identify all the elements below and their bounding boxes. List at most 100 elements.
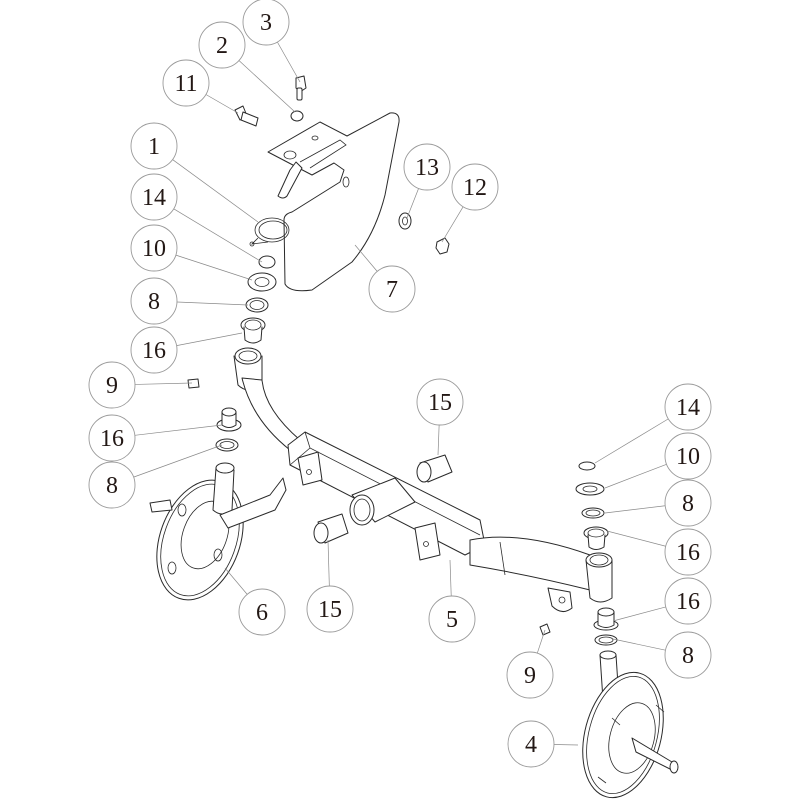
callout-circle[interactable]	[507, 720, 555, 768]
callout-15-spacer[interactable]: 15	[416, 378, 464, 426]
leader-line-bushing	[134, 424, 223, 436]
callout-circle[interactable]	[664, 577, 712, 625]
callout-8-washer[interactable]: 8	[88, 461, 136, 509]
leader-line-spacer	[437, 424, 440, 456]
callout-circle[interactable]	[242, 0, 290, 46]
leader-line-left-spindle-hub	[224, 567, 248, 595]
bushing-16-right-top	[583, 526, 609, 550]
callout-15-spacer[interactable]: 15	[306, 585, 354, 633]
washer-8-right-bottom	[594, 634, 618, 646]
snap-ring-14-right	[578, 461, 596, 471]
callout-circle[interactable]	[88, 361, 136, 409]
callout-circle[interactable]	[130, 326, 178, 374]
callout-9-grease-nipple[interactable]: 9	[506, 651, 554, 699]
callout-8-washer[interactable]: 8	[664, 479, 712, 527]
leader-line-flat-washer	[175, 254, 253, 281]
leader-line-washer	[612, 638, 666, 651]
callout-3-bolt[interactable]: 3	[242, 0, 290, 46]
right-spindle-hub	[582, 650, 679, 799]
callout-16-bushing[interactable]: 16	[130, 326, 178, 374]
callout-circle[interactable]	[451, 163, 499, 211]
bracket-plate	[267, 112, 400, 292]
callout-circle[interactable]	[664, 528, 712, 576]
callout-circle[interactable]	[238, 588, 286, 636]
flat-washer-10-left	[247, 272, 277, 292]
callout-11-bolt[interactable]: 11	[162, 59, 210, 107]
bolt-3	[295, 75, 307, 101]
axle-beam	[233, 347, 613, 612]
leader-line-washer	[604, 505, 666, 514]
callout-circle[interactable]	[664, 383, 712, 431]
leader-line-bolt	[205, 94, 239, 114]
callout-5-axle-beam[interactable]: 5	[428, 595, 476, 643]
callout-circle[interactable]	[130, 173, 178, 221]
nut-12	[435, 237, 450, 255]
callout-circle[interactable]	[198, 21, 246, 69]
left-spindle-hub	[149, 462, 287, 601]
leader-lines	[133, 41, 669, 746]
spacer-15-right	[416, 454, 453, 483]
callout-circle[interactable]	[130, 277, 178, 325]
leader-line-bushing	[176, 332, 243, 346]
callout-7-bracket-plate[interactable]: 7	[368, 265, 416, 313]
callout-6-left-spindle-hub[interactable]: 6	[238, 588, 286, 636]
callout-circle[interactable]	[306, 585, 354, 633]
callout-12-nut[interactable]: 12	[451, 163, 499, 211]
callout-16-bushing[interactable]: 16	[664, 528, 712, 576]
bushing-16-left-bottom	[216, 407, 242, 432]
callout-16-bushing[interactable]: 16	[88, 414, 136, 462]
leader-line-flat-washer	[604, 463, 667, 489]
leader-line-torsion-spring	[172, 159, 259, 223]
callout-8-washer[interactable]: 8	[130, 277, 178, 325]
callout-14-snap-ring[interactable]: 14	[130, 173, 178, 221]
callout-circle[interactable]	[664, 479, 712, 527]
bushing-16-left-top	[240, 317, 266, 344]
callout-circle[interactable]	[88, 461, 136, 509]
spacer-15-left	[313, 513, 349, 544]
leader-line-grease-nipple	[134, 382, 193, 385]
leader-line-bushing	[606, 530, 666, 547]
bushing-16-right-bottom	[593, 607, 619, 631]
leader-line-nut	[441, 206, 464, 243]
leader-line-axle-beam	[449, 559, 452, 597]
leader-line-bolt	[277, 41, 301, 83]
leader-line-right-spindle-hub	[553, 744, 579, 746]
flat-washer-10-right	[575, 482, 605, 496]
callout-8-washer[interactable]: 8	[664, 631, 712, 679]
grease-nipple-9-right	[539, 623, 551, 636]
callout-circle[interactable]	[130, 224, 178, 272]
callout-circle[interactable]	[368, 265, 416, 313]
torsion-spring-1	[249, 217, 290, 247]
leader-line-washer	[133, 444, 223, 478]
callout-13-washer[interactable]: 13	[403, 143, 451, 191]
callout-circle[interactable]	[428, 595, 476, 643]
callout-circle[interactable]	[664, 631, 712, 679]
washer-2	[290, 110, 304, 122]
washer-13	[398, 212, 412, 230]
leader-line-snap-ring	[594, 418, 669, 464]
callout-4-right-spindle-hub[interactable]: 4	[507, 720, 555, 768]
leader-line-grease-nipple	[536, 629, 546, 654]
washer-8-right-top	[581, 507, 605, 519]
callout-9-grease-nipple[interactable]: 9	[88, 361, 136, 409]
leader-line-bracket-plate	[354, 244, 378, 272]
callout-10-flat-washer[interactable]: 10	[130, 224, 178, 272]
callout-circle[interactable]	[506, 651, 554, 699]
callout-circle[interactable]	[416, 378, 464, 426]
callout-circle[interactable]	[130, 122, 178, 170]
callout-2-washer[interactable]: 2	[198, 21, 246, 69]
callout-10-flat-washer[interactable]: 10	[664, 432, 712, 480]
washer-8-left-top	[245, 297, 269, 313]
callout-circle[interactable]	[403, 143, 451, 191]
callout-circle[interactable]	[162, 59, 210, 107]
grease-nipple-9-left	[187, 378, 200, 389]
leader-line-washer	[238, 60, 296, 113]
leader-line-bushing	[612, 606, 666, 622]
callout-1-torsion-spring[interactable]: 1	[130, 122, 178, 170]
callout-circle[interactable]	[88, 414, 136, 462]
callout-circle[interactable]	[664, 432, 712, 480]
washer-8-left-bottom	[215, 438, 239, 452]
callout-14-snap-ring[interactable]: 14	[664, 383, 712, 431]
callout-16-bushing[interactable]: 16	[664, 577, 712, 625]
